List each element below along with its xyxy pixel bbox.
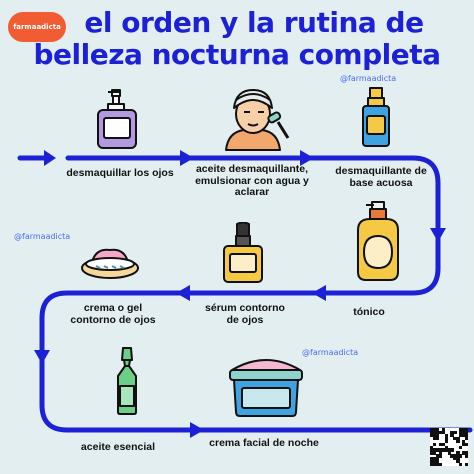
arrow-down-icon [34,350,50,364]
arrow-right-icon [180,150,194,166]
qr-code [430,428,469,467]
arrow-left-icon [312,285,326,301]
arrow-right-icon [190,422,204,438]
step-label-6: crema o gel contorno de ojos [70,302,156,326]
arrow-start-icon [44,150,56,166]
title-line-2: belleza nocturna completa [33,38,441,71]
dropper-bottle-icon [223,222,263,283]
arrow-left-icon [176,285,190,301]
step-label-3: desmaquillante de base acuosa [335,165,427,189]
step-label-2: aceite desmaquillante, emulsionar con ag… [195,163,309,199]
cream-jar-open-icon [81,248,139,279]
step-label-5: sérum contorno de ojos [205,302,285,326]
watermark: @farmaadicta [302,348,359,357]
pump-bottle-icon [97,89,137,149]
watermark: @farmaadicta [14,232,71,241]
step-label-7: aceite esencial [80,441,156,453]
ampoule-icon [117,347,137,415]
step-label-1: desmaquillar los ojos [66,167,174,179]
face-massage-icon [225,89,290,151]
title-line-1: el orden y la rutina de [84,6,424,39]
step-label-8: crema facial de noche [209,437,319,449]
arrow-right-icon [300,150,314,166]
cream-jar-icon [229,359,303,417]
toner-bottle-icon [357,201,399,281]
spray-bottle-icon [362,87,390,147]
step-label-4: tónico [353,306,385,318]
watermark: @farmaadicta [340,74,397,83]
brand-badge: farmaadicta [8,12,66,42]
arrow-down-icon [430,228,446,242]
